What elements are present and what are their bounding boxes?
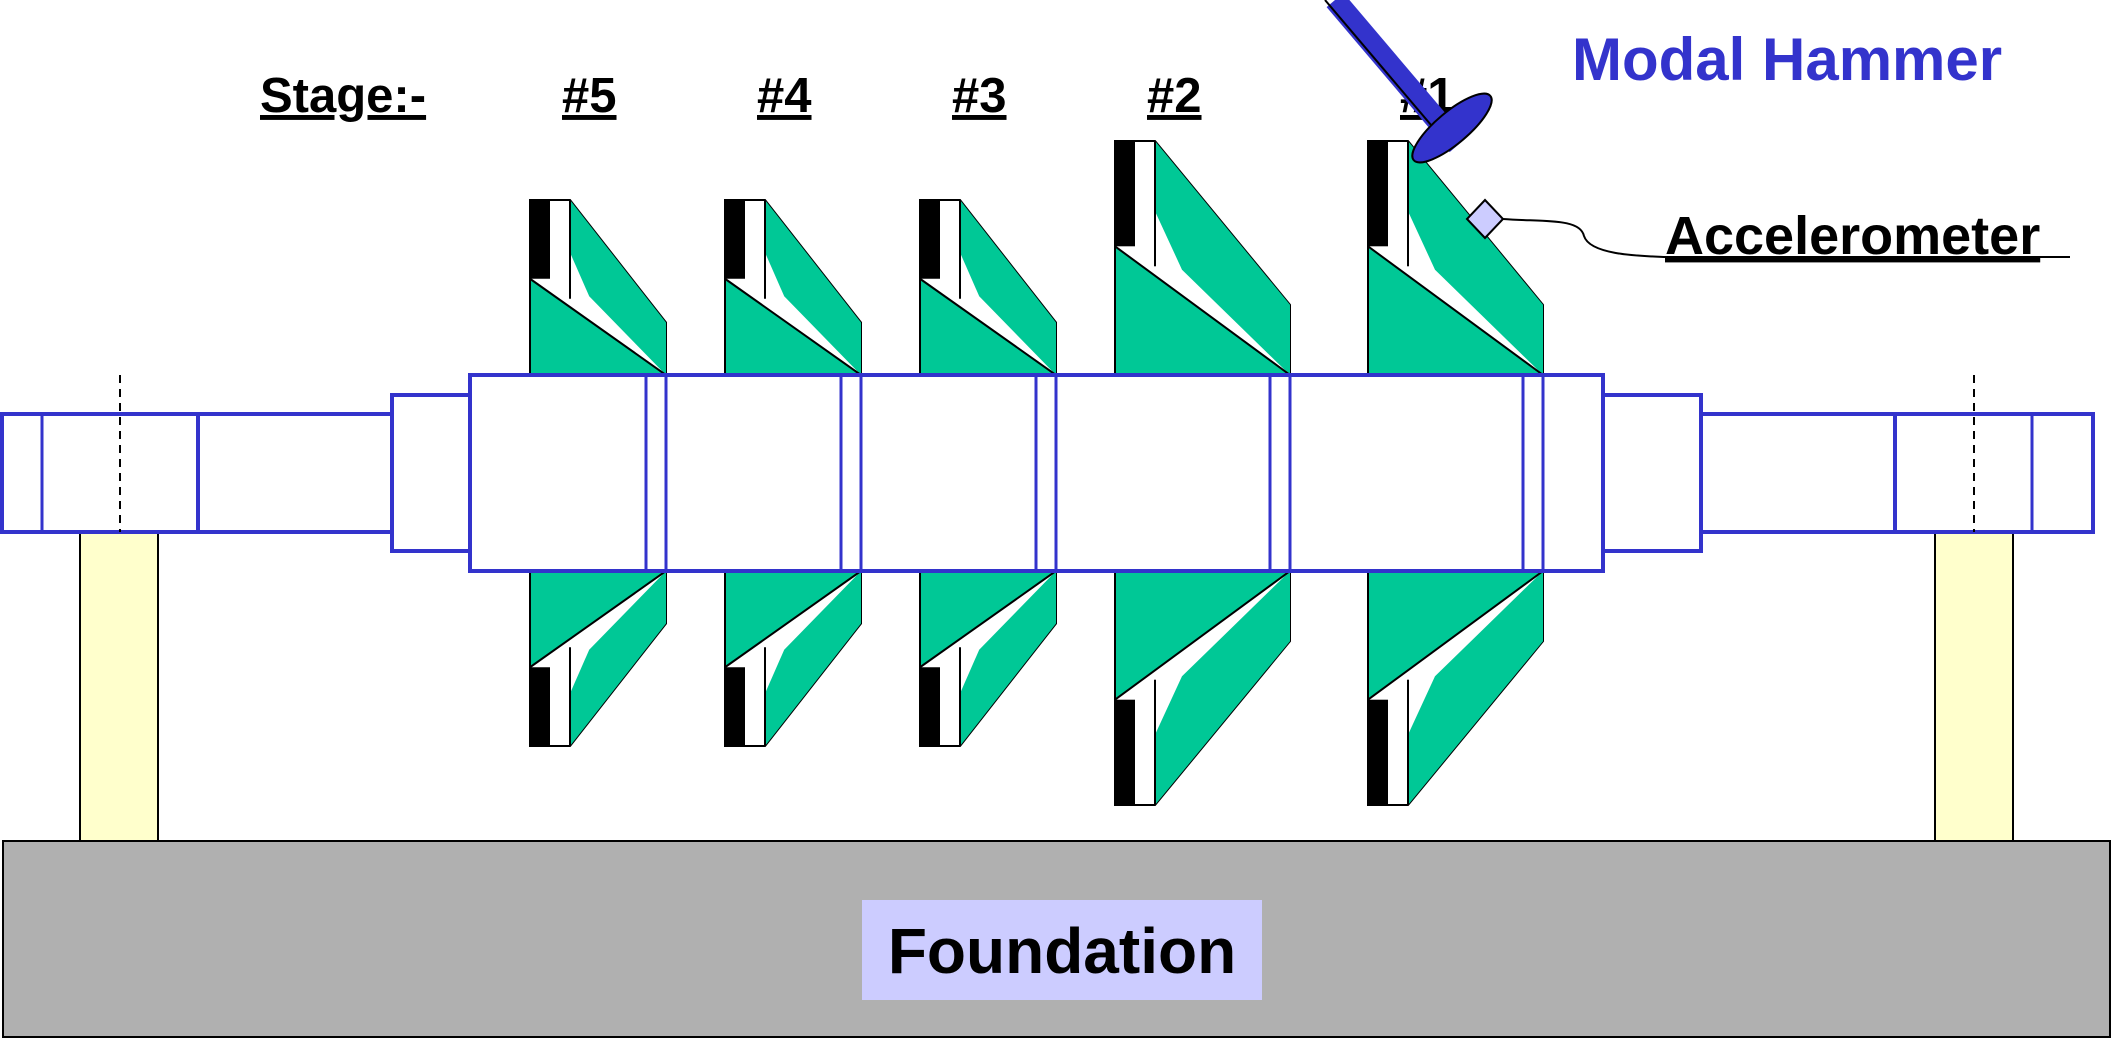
stage-3-disc (919, 199, 1060, 747)
stage-2-blade-bottom-edge (1155, 571, 1290, 805)
stage-3-blade-top-edge (960, 200, 1056, 375)
stage-2-disc (1114, 140, 1294, 806)
stage-3-blade-bottom-edge (960, 571, 1056, 746)
stage-1-disc (1367, 140, 1547, 806)
stage-2-label: #2 (1147, 69, 1202, 123)
right-shaft-collar (1601, 393, 1703, 553)
stage-4-black-strip-top (725, 200, 745, 279)
foundation-label: Foundation (888, 915, 1236, 987)
stage-2-blade-top-edge (1155, 141, 1290, 375)
accelerometer-label: Accelerometer (1665, 206, 2040, 266)
stage-3-label: #3 (952, 69, 1007, 123)
right-shaft (1699, 412, 1897, 534)
stage-label: Stage:- (260, 69, 426, 123)
left-pedestal (79, 531, 159, 842)
stage-5-label: #5 (562, 69, 617, 123)
stage-1-blade-bottom-edge (1408, 571, 1543, 805)
stage-1-black-strip-top (1368, 141, 1388, 247)
stage-4-disc (724, 199, 865, 747)
right-shaft-end (1893, 412, 2095, 534)
modal-hammer (1324, 0, 1493, 164)
stage-2-black-strip-top (1115, 141, 1135, 247)
stage-2-black-strip-bottom (1115, 699, 1135, 805)
left-shaft (196, 412, 394, 534)
stage-5-blade-bottom-edge (570, 571, 666, 746)
stage-4-blade-bottom-edge (765, 571, 861, 746)
hammer-handle-outline (1324, 0, 1449, 146)
left-shaft-end (0, 412, 200, 534)
right-pedestal (1934, 531, 2014, 842)
stage-5-black-strip-top (530, 200, 550, 279)
stage-5-black-strip-bottom (530, 667, 550, 746)
stage-4-black-strip-bottom (725, 667, 745, 746)
foundation-label-box (862, 900, 1262, 1000)
stage-4-label: #4 (757, 69, 812, 123)
hammer-head (1411, 92, 1493, 164)
stage-1-blade-top-edge (1408, 141, 1543, 375)
accelerometer-cable (1502, 218, 2070, 258)
stage-1-black-strip-bottom (1368, 699, 1388, 805)
accelerometer-sensor (1465, 198, 1505, 240)
stage-3-black-strip-top (920, 200, 940, 279)
modal-hammer-label: Modal Hammer (1572, 26, 2002, 93)
stage-5-blade-top-edge (570, 200, 666, 375)
stage-4-blade-top-edge (765, 200, 861, 375)
stage-5-disc (529, 199, 670, 747)
stage-3-black-strip-bottom (920, 667, 940, 746)
left-shaft-collar (390, 393, 472, 553)
